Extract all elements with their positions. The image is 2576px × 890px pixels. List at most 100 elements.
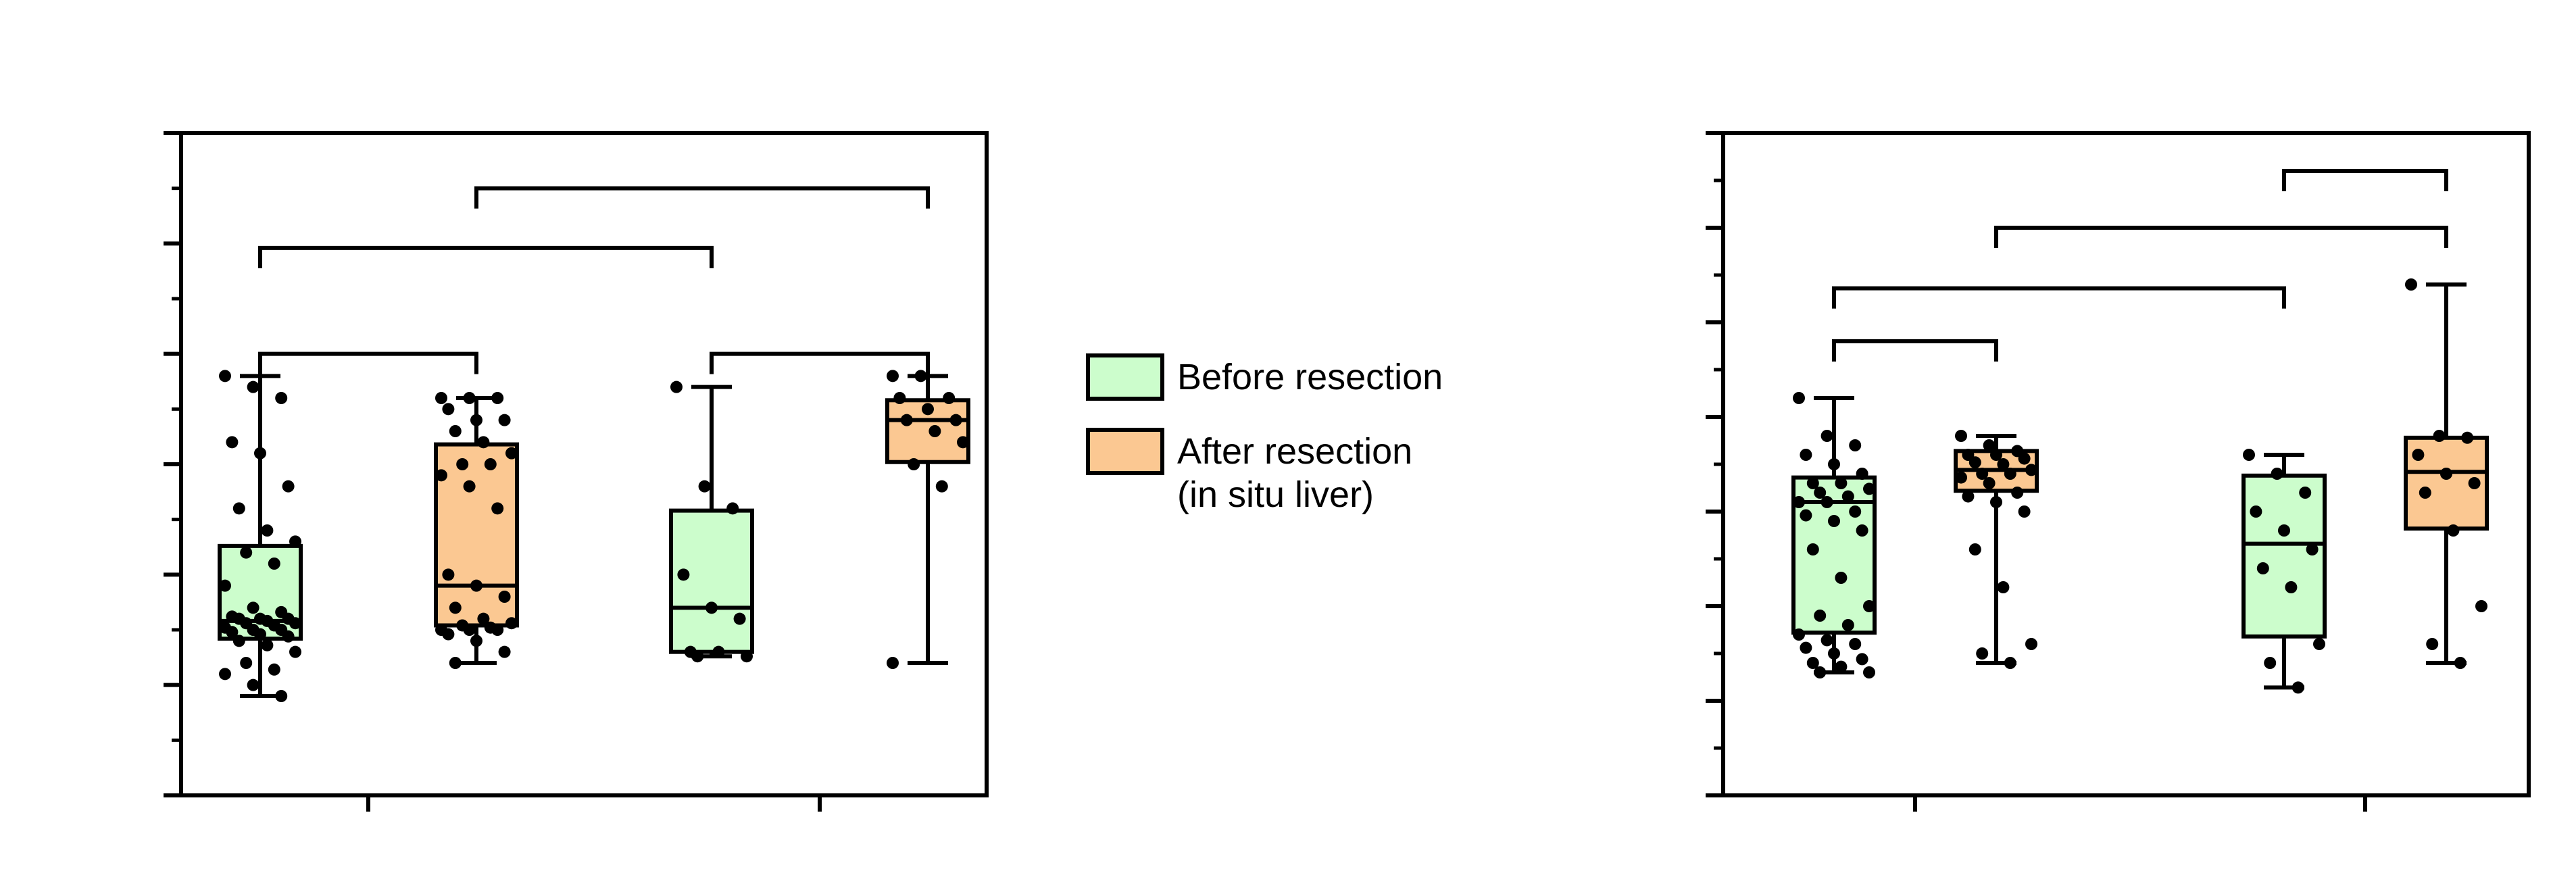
data-point: [1835, 477, 1848, 489]
data-point: [1955, 430, 1967, 442]
data-point: [914, 370, 927, 382]
data-point: [491, 502, 504, 515]
data-point: [282, 480, 295, 493]
data-point: [1806, 477, 1819, 489]
box-after-nophlf: [1954, 430, 2039, 669]
data-point: [2433, 430, 2446, 442]
data-point: [219, 579, 231, 592]
data-point: [289, 617, 301, 630]
data-point: [477, 436, 490, 449]
data-point: [491, 624, 504, 636]
chart-4hne: [164, 131, 989, 812]
data-point: [470, 635, 482, 647]
data-point: [505, 617, 518, 630]
data-point: [1990, 496, 2002, 508]
data-point: [477, 612, 490, 625]
chart-ucp2: [1706, 131, 2531, 812]
data-point: [484, 458, 497, 470]
data-point: [2412, 449, 2425, 461]
data-point: [2440, 468, 2452, 480]
legend-label-line: After resection: [1177, 431, 1412, 472]
data-point: [442, 568, 455, 581]
data-point: [677, 568, 690, 581]
data-point: [2018, 505, 2031, 518]
data-point: [1800, 509, 1812, 522]
box-after-phlf: [885, 370, 970, 669]
data-point: [2011, 487, 2024, 499]
data-point: [1806, 657, 1819, 669]
data-point: [1990, 449, 2002, 461]
data-point: [1856, 468, 1868, 480]
data-point: [219, 370, 231, 382]
legend-label: Before resection: [1177, 357, 1443, 397]
data-point: [275, 392, 288, 404]
box-before-phlf: [669, 380, 754, 663]
data-point: [1955, 471, 1967, 484]
legend-label-line: Before resection: [1177, 357, 1443, 397]
box-after-phlf: [2404, 278, 2489, 669]
data-point: [957, 436, 969, 449]
bracket-line: [710, 351, 930, 374]
data-point: [1835, 660, 1848, 673]
data-point: [470, 579, 482, 592]
data-point: [456, 458, 469, 470]
data-point: [226, 436, 239, 449]
data-point: [2025, 638, 2037, 650]
data-point: [1849, 638, 1862, 650]
data-point: [470, 414, 482, 426]
data-point: [463, 624, 476, 636]
significance-bracket: [474, 186, 930, 209]
data-point: [893, 392, 906, 404]
significance-bracket: [2282, 169, 2448, 191]
data-point: [268, 558, 280, 570]
data-point: [289, 645, 301, 658]
data-point: [1983, 439, 1996, 451]
data-point: [449, 657, 462, 669]
data-point: [1814, 666, 1827, 678]
data-point: [442, 628, 455, 641]
data-point: [289, 535, 301, 548]
data-point: [1997, 458, 2010, 470]
data-point: [1820, 634, 1833, 647]
data-point: [1841, 619, 1854, 631]
data-point: [2461, 431, 2474, 444]
data-point: [268, 663, 280, 676]
data-point: [1863, 600, 1875, 612]
bracket-line: [258, 245, 714, 268]
data-point: [935, 480, 948, 493]
data-point: [282, 630, 295, 643]
data-point: [247, 678, 259, 691]
data-point: [247, 601, 259, 614]
data-point: [887, 370, 899, 382]
data-point: [1814, 487, 1827, 499]
data-point: [1976, 468, 1989, 480]
data-point: [1997, 581, 2010, 593]
box-iqr: [2241, 473, 2327, 639]
significance-bracket: [1994, 226, 2448, 248]
legend-label: After resection(in situ liver): [1177, 431, 1412, 515]
bracket-line: [1994, 226, 2448, 248]
data-point: [1793, 496, 1805, 508]
data-point: [1976, 647, 1989, 660]
significance-bracket: [258, 245, 714, 268]
data-point: [1793, 392, 1805, 404]
box-before-nophlf: [1791, 392, 1877, 678]
significance-bracket: [710, 351, 930, 374]
data-point: [491, 392, 504, 404]
data-point: [949, 414, 962, 426]
data-point: [498, 591, 511, 603]
data-point: [1820, 430, 1833, 442]
data-point: [712, 645, 725, 658]
bracket-line: [1832, 339, 1998, 362]
data-point: [1828, 458, 1840, 470]
data-point: [908, 458, 920, 470]
data-point: [2271, 468, 2283, 480]
bracket-line: [474, 186, 930, 209]
data-point: [505, 447, 518, 460]
bracket-line: [258, 351, 478, 374]
significance-bracket: [1832, 286, 2286, 309]
data-point: [261, 524, 274, 537]
data-point: [2004, 657, 2016, 669]
data-point: [2278, 524, 2290, 537]
